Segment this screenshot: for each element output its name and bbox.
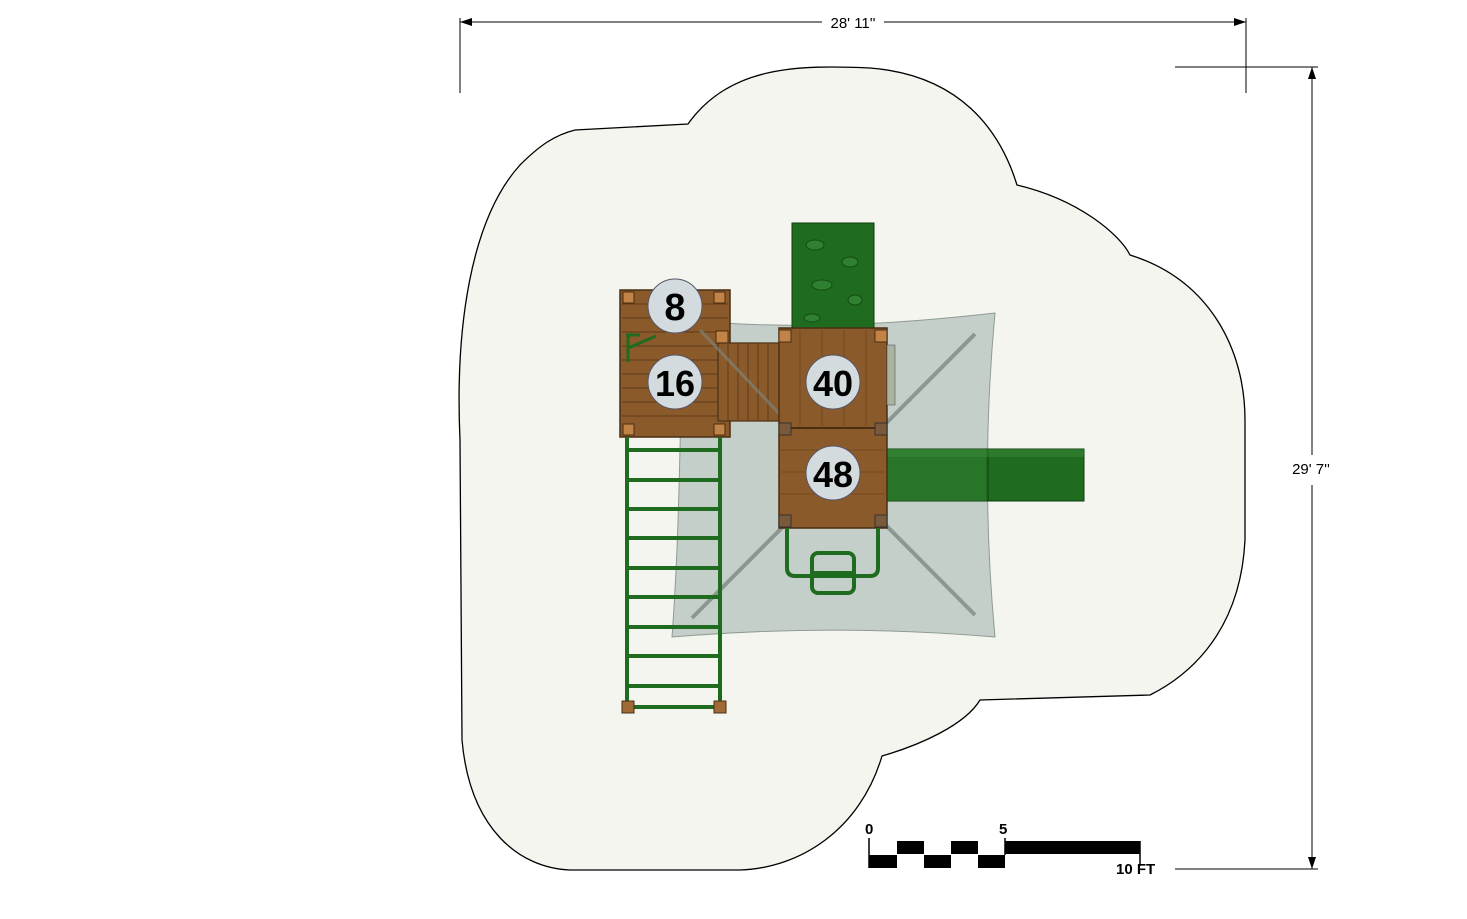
- height-dimension-label: 29' 7'': [1292, 461, 1330, 478]
- scale-bar: [868, 838, 1141, 868]
- deck-label-48-text: 48: [813, 454, 853, 495]
- deck-label-40-text: 40: [813, 363, 853, 404]
- deck-label-16: 16: [647, 354, 703, 410]
- deck-label-8-text: 8: [664, 287, 685, 329]
- trapeze-handles: [785, 528, 880, 595]
- tube-slide: [885, 448, 1085, 502]
- scale-label-start: 0: [865, 821, 873, 838]
- deck-label-40: 40: [805, 354, 861, 410]
- rock-wall: [791, 222, 875, 329]
- scale-label-mid: 5: [999, 821, 1007, 838]
- deck-label-8: 8: [647, 278, 703, 334]
- ladder: [621, 437, 727, 714]
- height-dimension: [1175, 66, 1318, 870]
- deck-label-48: 48: [805, 445, 861, 501]
- scale-label-end: 10 FT: [1116, 861, 1155, 878]
- width-dimension: [459, 18, 1247, 93]
- width-dimension-label: 28' 11'': [830, 15, 875, 32]
- bridge: [698, 328, 792, 427]
- deck-label-16-text: 16: [655, 363, 695, 404]
